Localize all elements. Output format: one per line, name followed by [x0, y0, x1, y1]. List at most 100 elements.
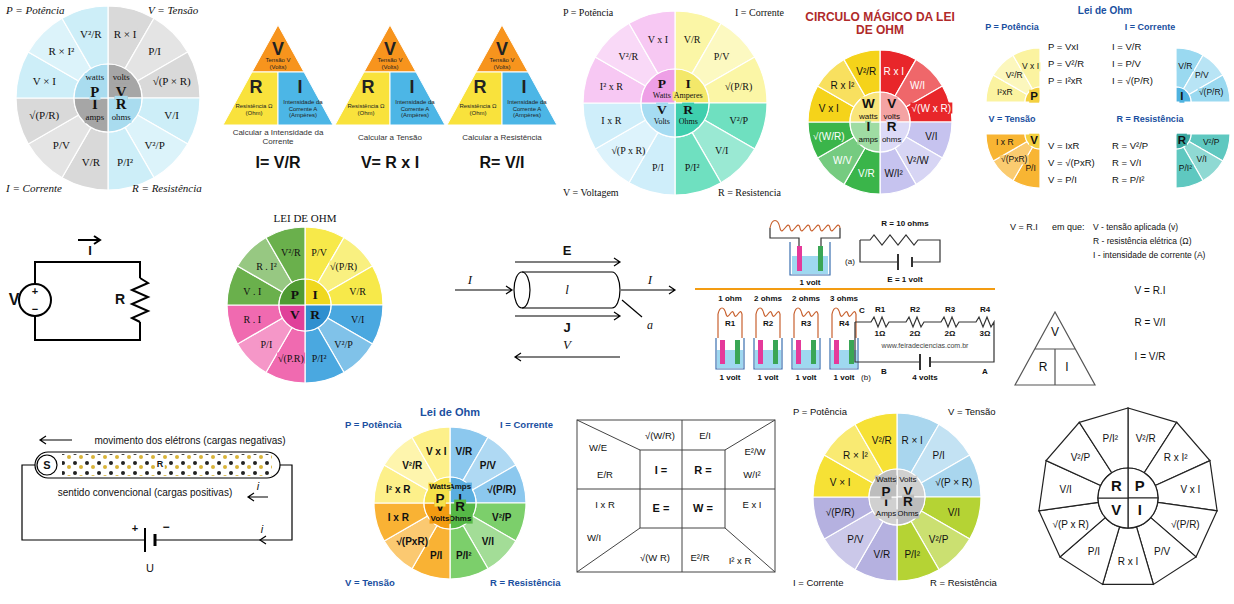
label-text: E/R [597, 470, 613, 480]
label-text: R [1039, 361, 1048, 374]
label-text: R [454, 499, 466, 514]
label-text: l [565, 283, 569, 297]
label-text: + [32, 285, 38, 297]
label-text: 1 volt [796, 374, 817, 383]
label-text: I = Corrente [1125, 23, 1175, 33]
label-text: V x I [1179, 484, 1201, 495]
electron-circuit [62, 454, 272, 476]
label-text: √(PxR) [1000, 155, 1028, 164]
label-text: 3 ohms [830, 295, 858, 304]
label-text: V [1051, 326, 1059, 339]
triangle-part [364, 25, 416, 72]
label-text: CIRCULO MÁGICO DA LEI DE OHM [805, 11, 955, 37]
label-text: LEI DE OHM [274, 212, 337, 224]
label-text: R = [694, 464, 711, 476]
label-text: I [311, 287, 318, 302]
label-text: I = Corrente [735, 7, 784, 18]
ohm-triangle [1015, 312, 1095, 385]
wheel-segment [1079, 408, 1128, 473]
label-text: Intensidade da Corrente A (Ampères) [506, 99, 548, 119]
conductor-figure [515, 258, 620, 266]
label-text: √(P/R) [28, 109, 60, 121]
label-text: V = Tensão [948, 407, 996, 417]
label-text: W/E [589, 443, 607, 453]
label-text: R [886, 120, 898, 135]
label-text: R2 [763, 320, 773, 329]
label-text: 1 volt [720, 374, 741, 383]
triangle-part [252, 25, 304, 72]
battery-experiment [832, 308, 856, 338]
label-text: R = Resistência [490, 578, 561, 588]
battery-experiment [790, 242, 830, 275]
wheel-segment [897, 521, 939, 581]
wheel-segment [641, 69, 675, 103]
label-text: P/I [1087, 546, 1101, 557]
wheel-segment [227, 305, 283, 344]
label-text: (a) [845, 258, 855, 267]
label-text: R1 [875, 306, 885, 315]
label-text: I x R [595, 500, 615, 510]
label-text: R = Resistência [132, 182, 202, 194]
label-text: R - resistência elétrica (Ω) [1093, 237, 1191, 246]
label-text: R [682, 103, 694, 118]
label-text: R = Resistência [1117, 115, 1184, 125]
label-text: R [156, 460, 165, 470]
label-text: E = 1 volt [887, 276, 922, 285]
label-text: √(P/R) [1198, 88, 1225, 97]
battery-experiment [792, 338, 820, 369]
formula-table [577, 420, 775, 572]
label-text: P = V²/R [1048, 59, 1084, 69]
label-text: W = [693, 502, 713, 514]
label-text: P/V [1153, 546, 1171, 557]
formula-table [577, 420, 775, 572]
label-text: P = Potência [985, 23, 1039, 33]
label-text: 3Ω [980, 330, 991, 339]
label-text: Watts [875, 475, 897, 484]
label-text: R = P/I² [1112, 175, 1144, 185]
label-text: V²/P [928, 533, 949, 544]
label-text: P/V [479, 460, 497, 471]
label-text: P = Potência [563, 7, 613, 18]
label-text: R [250, 78, 263, 98]
label-text: Tensão V (Volts) [482, 57, 522, 70]
label-text: √(PxR) [395, 535, 429, 546]
label-text: V = Tensão [148, 4, 198, 16]
label-text: V x I [647, 34, 669, 45]
label-text: V/R [872, 548, 891, 559]
label-text: √(P x R) [1051, 519, 1089, 530]
label-text: 1 volt [758, 374, 779, 383]
label-text: V²/P [728, 115, 749, 126]
label-text: V²/R [1005, 72, 1024, 81]
label-text: V = R.I [1135, 285, 1166, 296]
label-text: R x I [882, 65, 905, 76]
label-text: V²/P [333, 338, 354, 349]
label-text: V/I [714, 144, 729, 155]
battery-experiment [695, 288, 995, 290]
label-text: V [496, 40, 508, 60]
wheel-segment [450, 526, 488, 580]
label-text: R [362, 78, 375, 98]
label-text: R4 [839, 320, 849, 329]
label-text: sentido convencional (cargas positivas) [58, 487, 233, 498]
label-text: P/I [931, 450, 945, 461]
electron-circuit [248, 493, 268, 501]
label-text: R = Resistência [930, 578, 997, 588]
label-text: www.feiradeciencias.com.br [882, 342, 969, 350]
wheel-segment [1176, 134, 1191, 149]
label-text: W/V [832, 154, 853, 165]
label-text: amps [858, 136, 880, 145]
electron-circuit [154, 534, 157, 546]
label-text: I= V/R [256, 154, 301, 172]
formula-table [577, 420, 775, 572]
label-text: I [409, 78, 414, 98]
wheel-segment [305, 328, 344, 384]
triangle-part [335, 72, 390, 125]
label-text: P = I²xR [1048, 76, 1082, 86]
label-text: R x I² [830, 79, 856, 90]
label-text: watts [85, 73, 106, 83]
wheel-segment [305, 279, 331, 305]
label-text: P/V [310, 247, 328, 258]
label-text: I [648, 273, 652, 287]
label-text: V²/R [871, 435, 893, 446]
